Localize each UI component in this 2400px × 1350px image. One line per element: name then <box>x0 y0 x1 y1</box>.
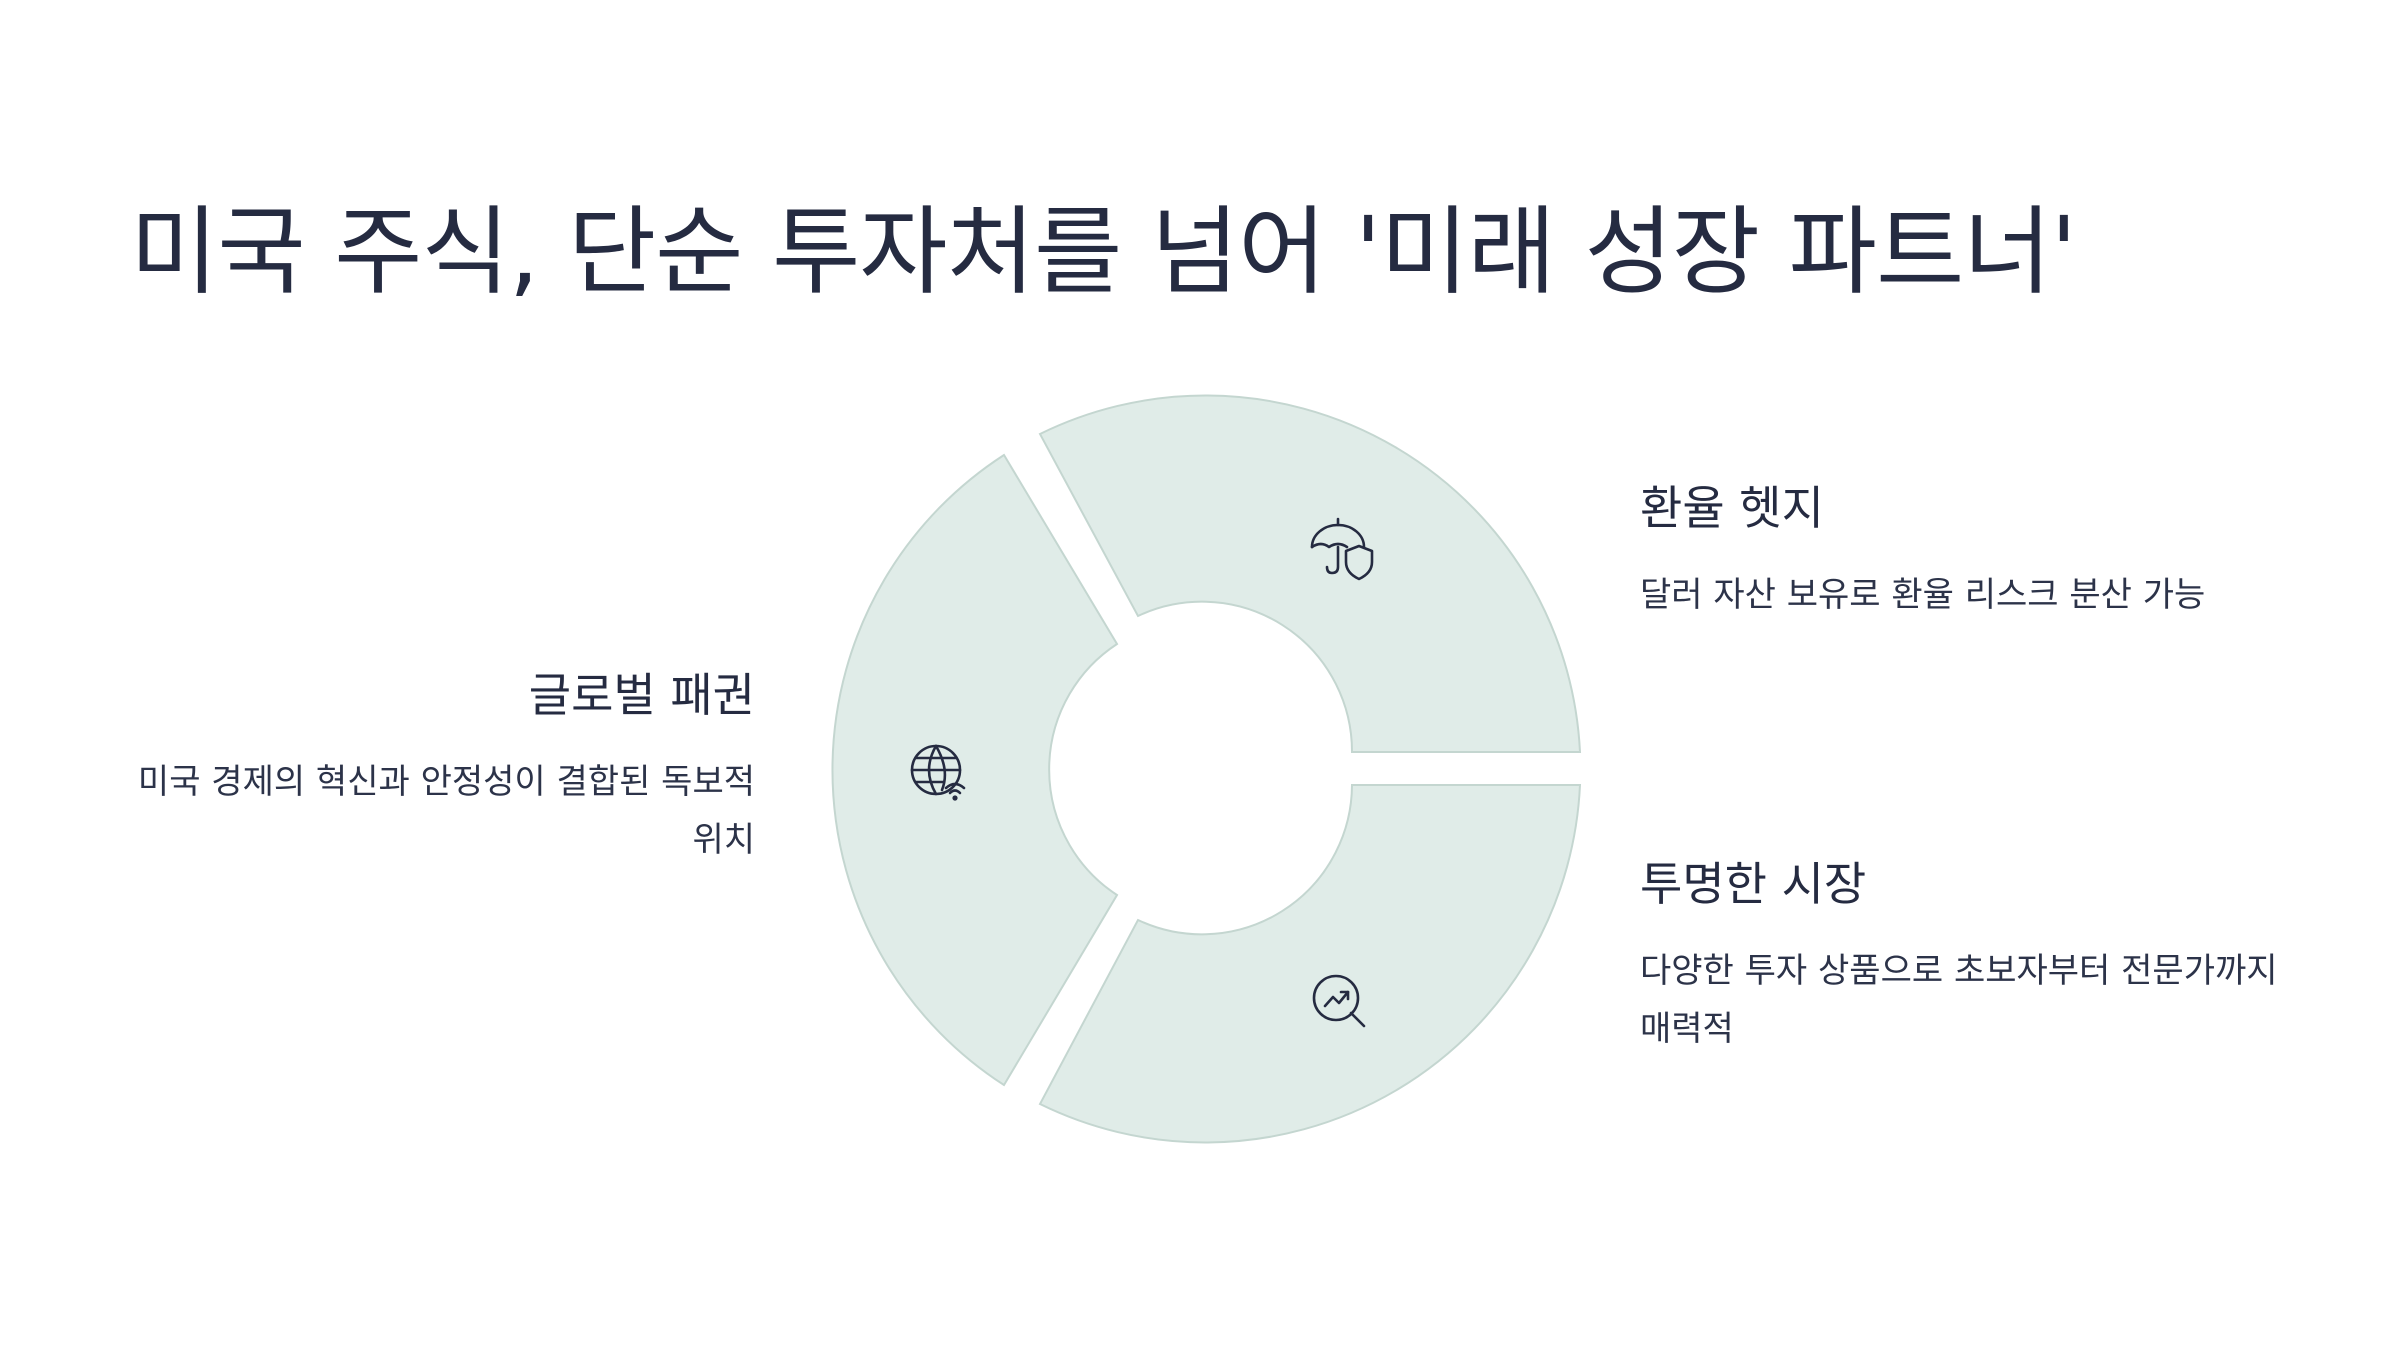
segment-exchange-hedge[interactable] <box>1038 394 1582 753</box>
label-title: 환율 헷지 <box>1640 481 1824 535</box>
globe-wifi-icon <box>910 744 966 801</box>
chart-magnifier-icon <box>1312 974 1366 1028</box>
page-title: 미국 주식, 단순 투자처를 넘어 '미래 성장 파트너' <box>130 196 2077 308</box>
label-title: 글로벌 패권 <box>528 668 755 722</box>
label-global-hegemony: 글로벌 패권 미국 경제의 혁신과 안정성이 결합된 독보적 위치 <box>105 668 755 869</box>
label-exchange-hedge: 환율 헷지 달러 자산 보유로 환율 리스크 분산 가능 <box>1640 481 2290 624</box>
label-transparent-market: 투명한 시장 다양한 투자 상품으로 초보자부터 전문가까지 매력적 <box>1640 857 2290 1058</box>
label-description: 달러 자산 보유로 환율 리스크 분산 가능 <box>1640 575 2206 616</box>
segment-global-hegemony[interactable] <box>831 453 1119 1087</box>
label-title: 투명한 시장 <box>1640 857 1867 911</box>
label-description: 다양한 투자 상품으로 초보자부터 전문가까지 매력적 <box>1640 951 2278 1050</box>
label-description: 미국 경제의 혁신과 안정성이 결합된 독보적 위치 <box>137 762 755 861</box>
umbrella-shield-icon <box>1310 517 1374 581</box>
segment-transparent-market[interactable] <box>1038 784 1582 1144</box>
